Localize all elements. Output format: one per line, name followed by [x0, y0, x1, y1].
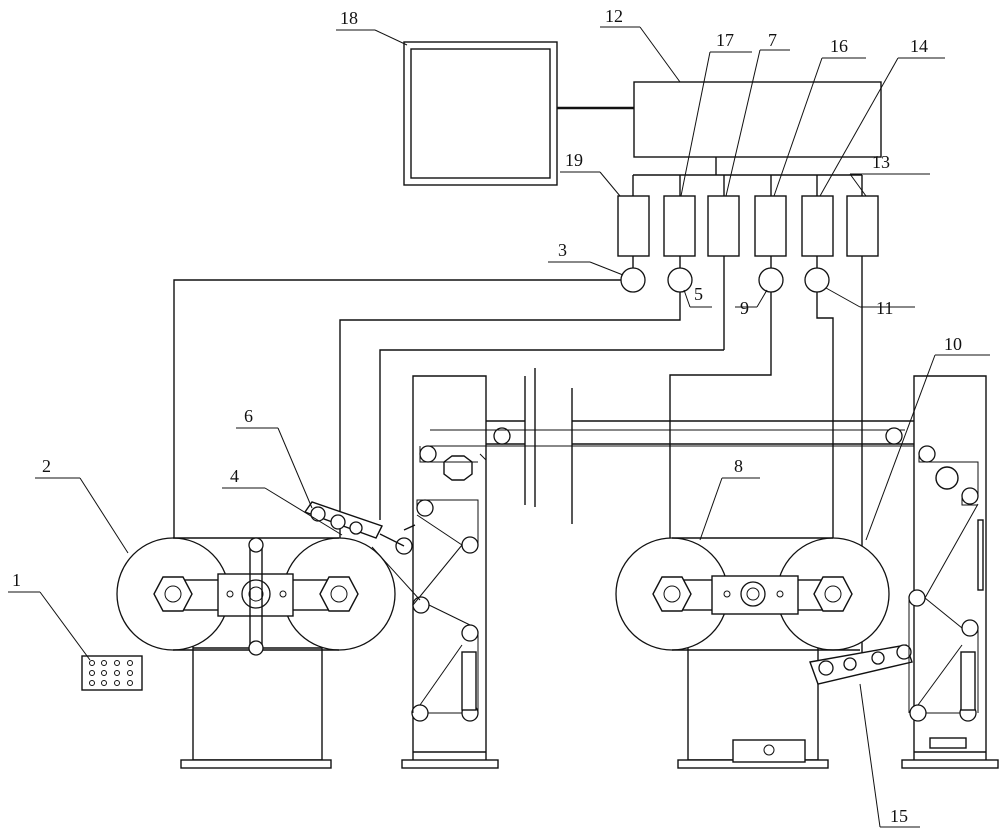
leader-lines	[8, 26, 990, 828]
label-6: 6	[244, 406, 253, 426]
left-process-frame	[371, 375, 530, 769]
control-panel-1	[81, 655, 143, 691]
driver-box-17	[663, 195, 696, 257]
driver-box-7	[707, 195, 740, 257]
driver-box-14	[801, 195, 834, 257]
motor-5	[667, 267, 693, 293]
label-3: 3	[558, 240, 567, 260]
top-web-line	[430, 420, 914, 447]
motor-wiring	[173, 279, 834, 555]
tension-arm-6	[303, 501, 416, 555]
driver-box-16	[754, 195, 787, 257]
label-4: 4	[230, 466, 239, 486]
label-16: 16	[830, 36, 848, 56]
label-11: 11	[876, 298, 893, 318]
motor-9	[758, 267, 784, 293]
label-12: 12	[605, 6, 623, 26]
motor-11	[804, 267, 830, 293]
label-19: 19	[565, 150, 583, 170]
right-rewind-stand	[615, 537, 890, 769]
controller-box-12	[633, 81, 882, 158]
label-15: 15	[890, 806, 908, 826]
label-2: 2	[42, 456, 51, 476]
display-screen-18	[403, 41, 558, 186]
label-9: 9	[740, 298, 749, 318]
label-8: 8	[734, 456, 743, 476]
label-5: 5	[694, 284, 703, 304]
driver-box-19	[617, 195, 650, 257]
label-13: 13	[872, 152, 890, 172]
label-10: 10	[944, 334, 962, 354]
driver-box-13	[846, 195, 879, 257]
label-14: 14	[910, 36, 928, 56]
label-1: 1	[12, 570, 21, 590]
control-bus	[632, 157, 863, 196]
right-process-frame	[885, 375, 999, 769]
label-18: 18	[340, 8, 358, 28]
motor-3	[620, 267, 646, 293]
tension-arm-15	[809, 644, 913, 685]
label-7: 7	[768, 30, 777, 50]
left-unwind-stand	[116, 537, 396, 769]
label-17: 17	[716, 30, 734, 50]
